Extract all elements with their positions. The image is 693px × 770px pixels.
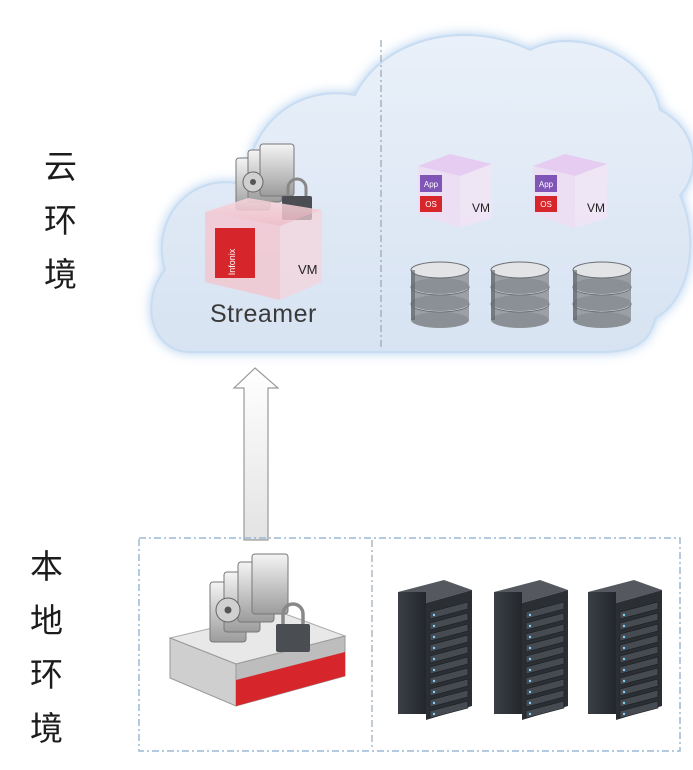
vm-os-label: OS: [540, 200, 552, 209]
local-label-char: 境: [30, 709, 63, 748]
storage-stack-icon: [572, 261, 632, 328]
cloud-environment-label: 云 环 境: [44, 150, 77, 312]
local-label-char: 本: [30, 547, 63, 586]
server-rack-icon: [494, 580, 568, 720]
local-environment-box: [138, 537, 681, 752]
cloud-label-char: 云: [44, 147, 77, 186]
server-racks: [398, 580, 662, 720]
upload-arrow-icon: [232, 367, 280, 541]
storage-stack-icon: [410, 261, 470, 328]
streamer-brand: Infonix: [227, 248, 237, 275]
local-label-char: 环: [30, 655, 63, 694]
vm-box-2: App OS VM: [533, 154, 607, 228]
vm-label: VM: [472, 201, 490, 215]
vm-label: VM: [587, 201, 605, 215]
vm-os-label: OS: [425, 200, 437, 209]
vm-app-label: App: [539, 180, 554, 189]
local-appliance-icon: [168, 553, 347, 707]
local-environment-label: 本 地 环 境: [30, 550, 63, 766]
vm-app-label: App: [424, 180, 439, 189]
streamer-vm-label: VM: [298, 262, 318, 277]
streamer-server-icon: Infonix VM: [205, 143, 322, 300]
streamer-label: Streamer: [210, 300, 317, 328]
server-rack-icon: [588, 580, 662, 720]
vm-box-1: App OS VM: [418, 154, 492, 228]
cloud-label-char: 环: [44, 201, 77, 240]
cloud-label-char: 境: [44, 255, 77, 294]
server-rack-icon: [398, 580, 472, 720]
storage-stack-icon: [490, 261, 550, 328]
storage-stacks: [410, 261, 632, 328]
local-label-char: 地: [30, 601, 63, 640]
